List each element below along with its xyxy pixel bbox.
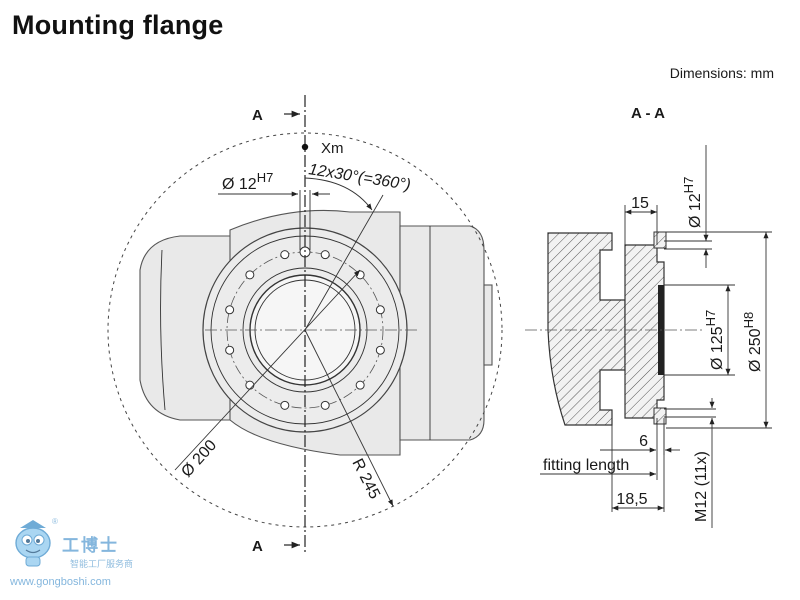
- svg-text:Ø 12H7: Ø 12H7: [222, 170, 273, 193]
- dim-dowel-diameter: Ø 12H7: [681, 145, 709, 268]
- watermark-url: www.gongboshi.com: [9, 576, 111, 588]
- section-title: A - A: [631, 105, 665, 122]
- bolt-hole: [280, 250, 290, 260]
- svg-text:15: 15: [631, 195, 649, 212]
- section-wall: [547, 232, 626, 426]
- svg-text:6: 6: [639, 433, 648, 450]
- dim-diameter-250: Ø 250H8: [666, 231, 772, 429]
- xm-point: [301, 143, 309, 151]
- dim-bore-125: Ø 125H7: [664, 284, 735, 376]
- section-marker-bottom: A: [252, 538, 300, 555]
- units-note: Dimensions: mm: [670, 65, 774, 81]
- dowel-hole-label: Ø 12: [222, 176, 257, 193]
- svg-text:®: ®: [52, 517, 58, 526]
- dowel-hole-tolerance: H7: [257, 170, 274, 185]
- dowel-hole-dimension: Ø 12H7: [218, 170, 330, 250]
- watermark-tagline: 智能工厂服务商: [70, 558, 133, 570]
- bolt-hole: [355, 270, 365, 280]
- svg-text:A: A: [252, 538, 263, 555]
- section-flange: [624, 244, 665, 419]
- bolt-hole: [320, 250, 330, 260]
- thread-label: M12 (11x): [693, 451, 710, 522]
- bolt-hole: [375, 305, 385, 315]
- section-marker-top: A: [252, 107, 300, 124]
- dim-18-5: 18,5: [611, 425, 665, 512]
- xm-label: Xm: [321, 140, 344, 157]
- bolt-hole: [280, 400, 290, 410]
- bolt-hole: [320, 400, 330, 410]
- bolt-hole: [375, 345, 385, 355]
- angular-pattern-label: 12x30°(=360°): [307, 161, 411, 194]
- watermark-logo: ® 工博士 智能工厂服务商 www.gongboshi.com: [9, 517, 133, 588]
- dim-thread: M12 (11x): [693, 398, 715, 528]
- bolt-hole: [225, 305, 235, 315]
- dim-fitting-length: 6 fitting length: [540, 418, 680, 480]
- bolt-hole: [245, 270, 255, 280]
- svg-text:Ø 12H7: Ø 12H7: [681, 177, 704, 228]
- bolt-hole: [355, 380, 365, 390]
- svg-text:A: A: [252, 107, 263, 124]
- page-title: Mounting flange: [12, 10, 224, 40]
- svg-text:18,5: 18,5: [616, 491, 647, 508]
- fitting-length-label: fitting length: [543, 457, 629, 474]
- svg-text:Ø 125H7: Ø 125H7: [703, 310, 726, 370]
- radius-label: R 245: [348, 456, 383, 502]
- section-view: A - A 15 Ø 12H7: [525, 105, 772, 528]
- front-view: A A Xm Ø 12H7 12x30°(=360°): [107, 95, 503, 555]
- mascot-icon: [15, 520, 51, 567]
- watermark-brand: 工博士: [62, 535, 119, 556]
- dim-15: 15: [624, 195, 658, 245]
- svg-text:Ø 250H8: Ø 250H8: [741, 312, 764, 372]
- bolt-hole: [245, 380, 255, 390]
- bolt-hole: [225, 345, 235, 355]
